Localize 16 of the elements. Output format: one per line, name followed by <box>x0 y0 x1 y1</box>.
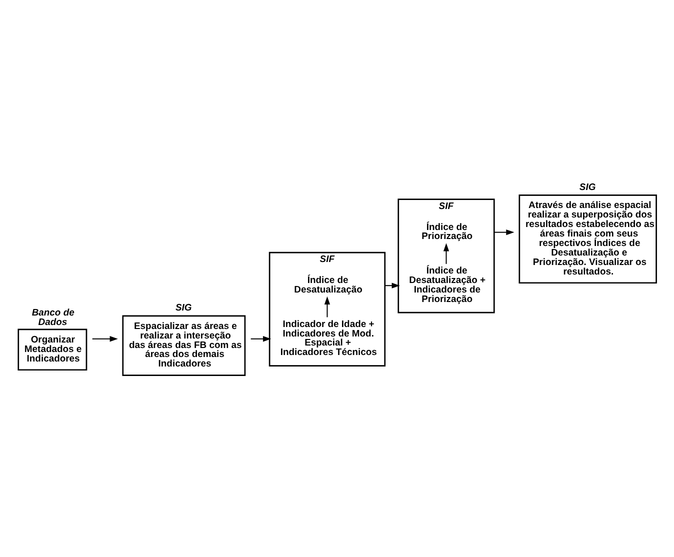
arrow <box>324 296 330 318</box>
node-label: Banco de Dados <box>32 307 74 328</box>
arrow <box>92 336 118 342</box>
arrow <box>443 243 450 264</box>
node-box: Através de análise espacial realizar a superposição dos resultados estabelecendo as áreas finais com seus respectivos Índices de Desatualização e Priorização. Visualizar os resultados. <box>518 194 657 284</box>
node-text: Indicador de Idade + Indicadores de Mod. Espacial + Indicadores Técnicos <box>280 318 377 358</box>
node-box: Espacializar as áreas e realizar a interseção das áreas das FB com as áreas dos demais Indicadores <box>122 315 246 376</box>
node-text: Índice de Priorização <box>422 222 473 242</box>
node-label: SIG <box>579 182 596 193</box>
node-label: SIG <box>175 302 192 314</box>
arrow <box>494 229 514 236</box>
arrow <box>384 282 400 288</box>
node-box: Organizar Metadados e Indicadores <box>18 328 88 371</box>
node-text: Índice de Desatualização + Indicadores de Priorização <box>409 266 486 305</box>
arrow <box>250 336 272 342</box>
node-text: Índice de Desatualização <box>294 275 362 296</box>
